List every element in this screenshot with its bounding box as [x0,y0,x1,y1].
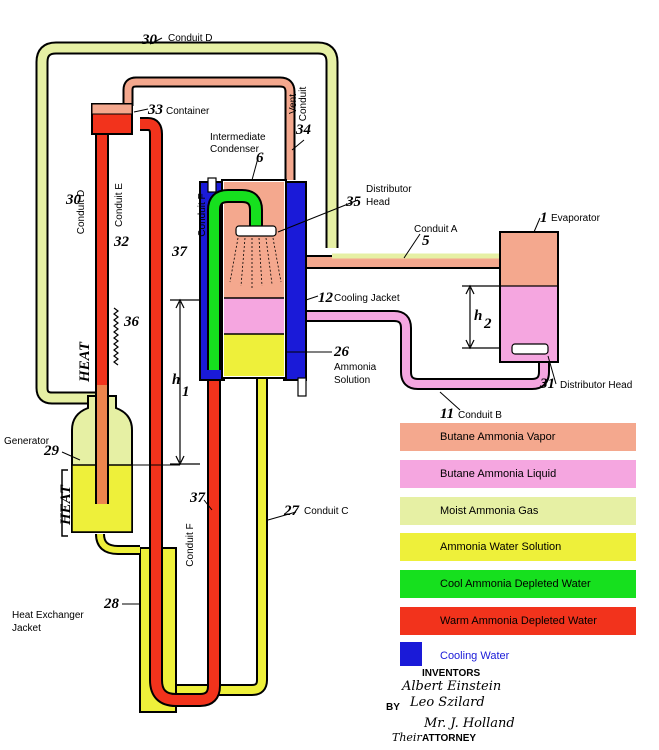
number-5: 5 [422,233,430,249]
number-37-bottom: 37 [189,490,206,506]
legend-label: Warm Ammonia Depleted Water [440,615,597,627]
number-36: 36 [123,314,140,330]
number-28: 28 [103,596,120,612]
inventors-signature-block: INVENTORS Albert Einstein Leo Szilard BY… [386,668,515,744]
label-intermediate: Intermediate [210,132,266,143]
legend-item-cooling-water: Cooling Water [400,642,636,670]
handwriting-signature-4: Their [392,731,422,744]
heater-coil [113,307,119,366]
legend-item-ammonia-water-solution: Ammonia Water Solution [400,533,636,561]
by-label: BY [386,702,400,713]
label-h1: h [172,372,180,388]
label-container: Container [166,106,210,117]
number-33: 33 [147,102,164,118]
label-distributor-head-right: Distributor Head [560,380,632,391]
legend-item-butane-ammonia-vapor: Butane Ammonia Vapor [400,423,636,451]
number-34: 34 [295,122,312,138]
label-heat-upper: HEAT [77,341,93,383]
number-31: 31 [539,376,555,392]
number-37-top: 37 [171,244,188,260]
distributor-head-35 [235,225,277,237]
attorney-label: ATTORNEY [422,733,476,744]
legend-label: Cool Ammonia Depleted Water [440,578,591,590]
label-conduit-b: Conduit B [458,410,502,421]
label-h2: h [474,308,482,324]
legend-item-warm-ammonia-depleted-water: Warm Ammonia Depleted Water [400,607,636,635]
distributor-head-31 [511,343,549,355]
label-conduit-f-top: Conduit F [197,193,208,236]
number-30-top: 30 [141,32,158,48]
legend-item-cool-ammonia-depleted-water: Cool Ammonia Depleted Water [400,570,636,598]
label-heat-lower: HEAT [58,484,74,526]
label-conduit-vent: Conduit [298,87,309,122]
label-h2-sub: 2 [483,316,492,332]
legend-label: Butane Ammonia Liquid [440,468,557,480]
label-jacket: Jacket [12,623,41,634]
inventors-label: INVENTORS [422,668,480,679]
label-distributor: Distributor [366,184,412,195]
handwriting-signature-2: Leo Szilard [409,695,485,710]
label-conduit-c: Conduit C [304,506,348,517]
label-condenser: Condenser [210,144,260,155]
legend-label: Moist Ammonia Gas [440,505,539,517]
label-generator: Generator [4,436,50,447]
label-conduit-d-side: Conduit D [76,190,87,234]
number-27: 27 [283,503,300,519]
number-29: 29 [43,443,60,459]
legend-label: Ammonia Water Solution [440,541,562,553]
number-30-side: 30 [65,192,82,208]
label-conduit-e: Conduit E [114,183,125,227]
number-32: 32 [113,234,130,250]
number-35: 35 [345,194,362,210]
label-heat-exchanger: Heat Exchanger [12,610,84,621]
legend-label: Cooling Water [440,650,510,662]
legend-item-moist-ammonia-gas: Moist Ammonia Gas [400,497,636,525]
number-6: 6 [256,150,264,166]
label-conduit-d-top: Conduit D [168,33,212,44]
label-evaporator: Evaporator [551,213,601,224]
number-1: 1 [540,210,548,226]
label-cooling-jacket: Cooling Jacket [334,293,400,304]
legend-swatch-cooling-water [400,642,422,666]
label-h1-sub: 1 [182,384,190,400]
handwriting-signature-3: Mr. J. Holland [423,716,515,731]
label-head: Head [366,197,390,208]
legend-label: Butane Ammonia Vapor [440,431,556,443]
legend-item-butane-ammonia-liquid: Butane Ammonia Liquid [400,460,636,488]
handwriting-signature-1: Albert Einstein [401,679,501,694]
number-11: 11 [440,406,454,422]
label-conduit-a: Conduit A [414,224,458,235]
number-12: 12 [318,290,334,306]
label-vent: Vent [288,94,299,114]
label-ammonia: Ammonia [334,362,377,373]
label-solution: Solution [334,375,370,386]
label-conduit-f-bottom: Conduit F [185,523,196,566]
number-26: 26 [333,344,350,360]
